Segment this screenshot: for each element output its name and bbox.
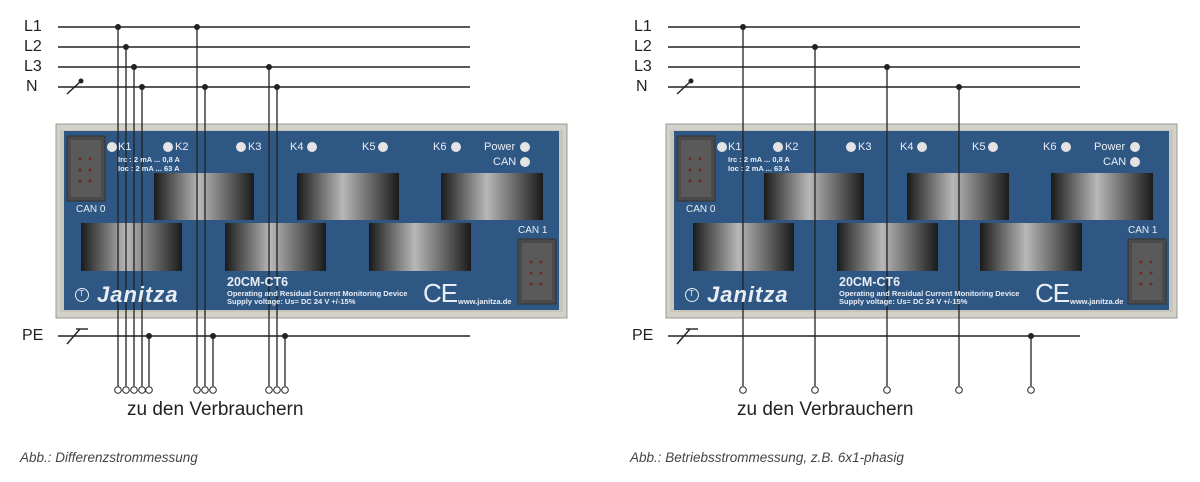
can1-label: CAN 1 <box>518 225 548 236</box>
brand-logo: Janitza <box>707 282 789 307</box>
channel-k4: K4 <box>900 141 914 153</box>
channel-k2: K2 <box>785 141 799 153</box>
spec-irc: Irc : 2 mA ... 0,8 A <box>118 155 180 164</box>
bus-label-pe: PE <box>632 327 654 344</box>
consumers-label: zu den Verbrauchern <box>737 399 914 420</box>
consumers-label: zu den Verbrauchern <box>127 399 304 420</box>
can1-label: CAN 1 <box>1128 225 1158 236</box>
supply-voltage: Supply voltage: Us= DC 24 V +/-15% <box>227 297 356 306</box>
channel-k5: K5 <box>972 141 986 153</box>
channel-k6: K6 <box>433 141 447 153</box>
ce-mark: CE <box>1035 278 1070 308</box>
bus-label-l2: L2 <box>24 38 42 55</box>
brand-logo: Janitza <box>97 282 179 307</box>
channel-k4: K4 <box>290 141 304 153</box>
device-left <box>55 123 568 319</box>
bus-label-l1: L1 <box>634 18 652 35</box>
figure-caption: Abb.: Differenzstrommessung <box>20 450 198 465</box>
ce-mark: CE <box>423 278 458 308</box>
bus-label-l3: L3 <box>634 58 652 75</box>
model-name: 20CM-CT6 <box>839 275 901 289</box>
feed-wires <box>742 27 1032 386</box>
led-label-power: Power <box>484 141 516 153</box>
diagram-operating-current: L1 L2 L3 N PE K1 K2 K3 K4 K5 K6 Power CA… <box>610 0 1200 482</box>
device-right <box>665 123 1178 319</box>
led-label-can: CAN <box>493 156 517 168</box>
wiring-diagram-right <box>665 24 1178 394</box>
wiring-diagram-left <box>55 24 568 394</box>
bus-lines <box>668 26 1080 345</box>
feed-wires <box>117 27 286 386</box>
can0-label: CAN 0 <box>76 204 106 215</box>
led-label-can: CAN <box>1103 156 1127 168</box>
spec-ioc: Ioc : 2 mA ... 63 A <box>118 164 180 173</box>
website: www.janitza.de <box>1070 297 1124 306</box>
bus-label-pe: PE <box>22 327 44 344</box>
supply-voltage: Supply voltage: Us= DC 24 V +/-15% <box>839 297 968 306</box>
bus-label-n: N <box>26 78 38 95</box>
led-label-power: Power <box>1094 141 1126 153</box>
device-description: Operating and Residual Current Monitorin… <box>839 289 1020 298</box>
device-description: Operating and Residual Current Monitorin… <box>227 289 408 298</box>
bus-label-l3: L3 <box>24 58 42 75</box>
consumer-terminals <box>739 386 1035 394</box>
t-mark: T <box>689 289 694 298</box>
bus-label-n: N <box>636 78 648 95</box>
diagram-differential-current: L1 L2 L3 N PE K1 K2 K3 K4 K5 K6 Power CA… <box>20 18 568 465</box>
channel-k1: K1 <box>118 141 132 153</box>
channel-k1: K1 <box>728 141 742 153</box>
bus-label-l2: L2 <box>634 38 652 55</box>
channel-k3: K3 <box>248 141 262 153</box>
channel-k2: K2 <box>175 141 189 153</box>
bus-label-l1: L1 <box>24 18 42 35</box>
channel-k3: K3 <box>858 141 872 153</box>
t-mark: T <box>79 289 84 298</box>
consumer-terminals <box>114 386 289 394</box>
spec-irc: Irc : 2 mA ... 0,8 A <box>728 155 790 164</box>
model-name: 20CM-CT6 <box>227 275 289 289</box>
can0-label: CAN 0 <box>686 204 716 215</box>
channel-k5: K5 <box>362 141 376 153</box>
spec-ioc: Ioc : 2 mA ... 63 A <box>728 164 790 173</box>
figure-caption: Abb.: Betriebsstrommessung, z.B. 6x1-pha… <box>630 450 904 465</box>
website: www.janitza.de <box>458 297 512 306</box>
channel-k6: K6 <box>1043 141 1057 153</box>
